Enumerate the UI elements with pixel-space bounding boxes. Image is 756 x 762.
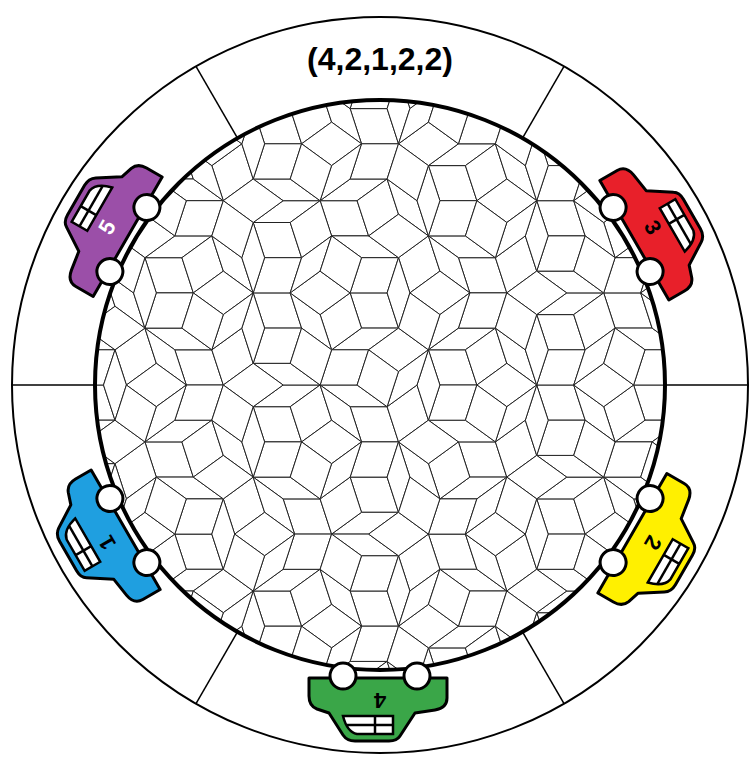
rhombus-tile [182,87,223,144]
sector-line [196,66,238,138]
rhombus-tile [212,201,253,258]
rhombus-tile [399,477,440,534]
rhombus-tile [223,534,264,591]
sector-line [665,384,748,386]
sector-line [523,66,565,138]
rhombus-tile [440,87,507,109]
rhombus-tile [357,350,398,407]
rhombus-tile [290,328,331,385]
rhombus-tile [223,661,283,705]
sector-line [12,384,95,386]
rhombus-tile [682,385,723,442]
rhombus-tile [574,109,615,166]
rhombus-tile [399,420,459,464]
sector-lines [12,66,748,703]
rhombus-tile [212,87,253,144]
car-window [343,716,393,734]
rhombus-tile [320,534,361,591]
rhombus-tile [37,385,78,442]
car-wheel [596,190,632,226]
car-body [600,149,724,300]
rhombus-tile [428,569,469,626]
rhombus-tile [399,293,440,350]
rhombus-tile [537,109,604,131]
car-wheel [633,481,669,517]
window-divider [347,724,393,727]
rhombus-tile [242,109,265,179]
car-node: 4 [305,658,455,748]
window-divider [668,204,691,244]
rhombus-tile [145,626,212,648]
rhombus-tile [671,293,712,350]
car-wheel [129,190,165,226]
rhombus-tile [115,385,156,442]
rhombus-tile [495,109,536,166]
sector-line [523,632,565,704]
rhombus-tile [37,328,78,385]
penrose-tiling [37,52,724,719]
car-body [309,678,447,741]
car-wheel [330,663,356,689]
rhombus-tile [290,442,331,499]
rhombus-tile [465,201,506,258]
rhombus-tile [182,122,242,166]
rhombus-tile [369,214,429,258]
window-divider [69,526,92,566]
car-wheel [633,254,669,290]
rhombus-tile [212,385,253,442]
rhombus-tile [387,144,428,201]
rhombus-tile [465,52,506,109]
car-wheel [404,663,430,689]
rhombus-tile [604,328,645,385]
sequence-label: (4,2,1,2,2) [307,41,453,78]
rhombus-tile [37,293,85,328]
sector-line [196,632,238,704]
car-wheel [92,254,128,290]
car-wheel [596,545,632,581]
rhombus-tile [495,591,536,648]
rhombus-tile [182,293,223,350]
rhombus-tile [682,350,723,407]
rhombus-tile [85,306,145,350]
car-wheel [92,481,128,517]
rhombus-tile [495,293,536,350]
rhombus-tile [145,477,186,534]
rhombus-tile [507,87,567,130]
rhombus-tile [465,385,506,442]
car-number: 4 [360,687,400,713]
rhombus-tile [253,87,320,109]
rhombus-tile [671,350,694,420]
inner-circle [95,100,665,670]
rhombus-tile [428,87,469,144]
rhombus-tile [320,236,361,293]
rhombus-tile [495,477,536,534]
rhombus-tile [574,420,615,477]
rhombus-tile [477,661,537,705]
outer-circle [12,17,748,753]
rhombus-tile [290,144,331,201]
rhombus-tile [223,65,283,109]
rhombus-tile [290,626,331,683]
car-body [36,470,160,621]
car-wheel [129,545,165,581]
rhombus-tile [193,455,253,499]
rhombus-tile [574,236,615,293]
